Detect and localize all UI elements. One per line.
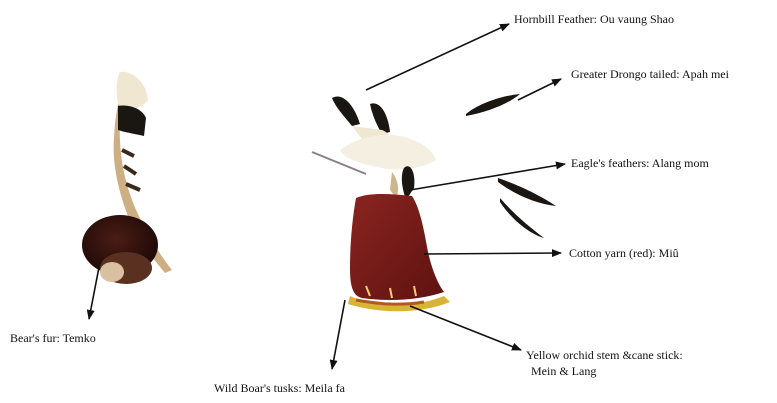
label-drongo: Greater Drongo tailed: Apah mei	[571, 67, 729, 82]
callout-arrows	[89, 24, 565, 369]
label-orchid-line1: Yellow orchid stem &cane stick:	[526, 348, 683, 363]
label-cotton: Cotton yarn (red): Miû	[569, 246, 679, 261]
floating-feather-2-icon	[500, 198, 544, 238]
label-boar: Wild Boar's tusks: Meila fa	[214, 381, 345, 396]
arrow-hornbill	[366, 24, 509, 90]
bear-fur-object	[82, 72, 172, 284]
arrow-eagle	[410, 164, 565, 190]
label-hornbill: Hornbill Feather: Ou vaung Shao	[514, 12, 674, 27]
headgear-icon	[312, 96, 450, 311]
floating-feather-1-icon	[498, 178, 556, 206]
label-bear: Bear's fur: Temko	[10, 331, 96, 346]
arrow-boar	[332, 300, 345, 369]
arrow-cotton	[424, 253, 561, 254]
label-eagle: Eagle's feathers: Alang mom	[571, 156, 709, 171]
arrow-orchid	[410, 306, 521, 350]
drongo-tail-icon	[466, 94, 520, 116]
label-orchid-line2: Mein & Lang	[531, 364, 596, 379]
arrow-bear	[89, 262, 100, 319]
hornbill-feather-icon	[332, 96, 360, 126]
eagle-feather-icon	[402, 166, 415, 200]
cotton-yarn-icon	[350, 194, 444, 300]
arrow-drongo	[518, 79, 561, 100]
